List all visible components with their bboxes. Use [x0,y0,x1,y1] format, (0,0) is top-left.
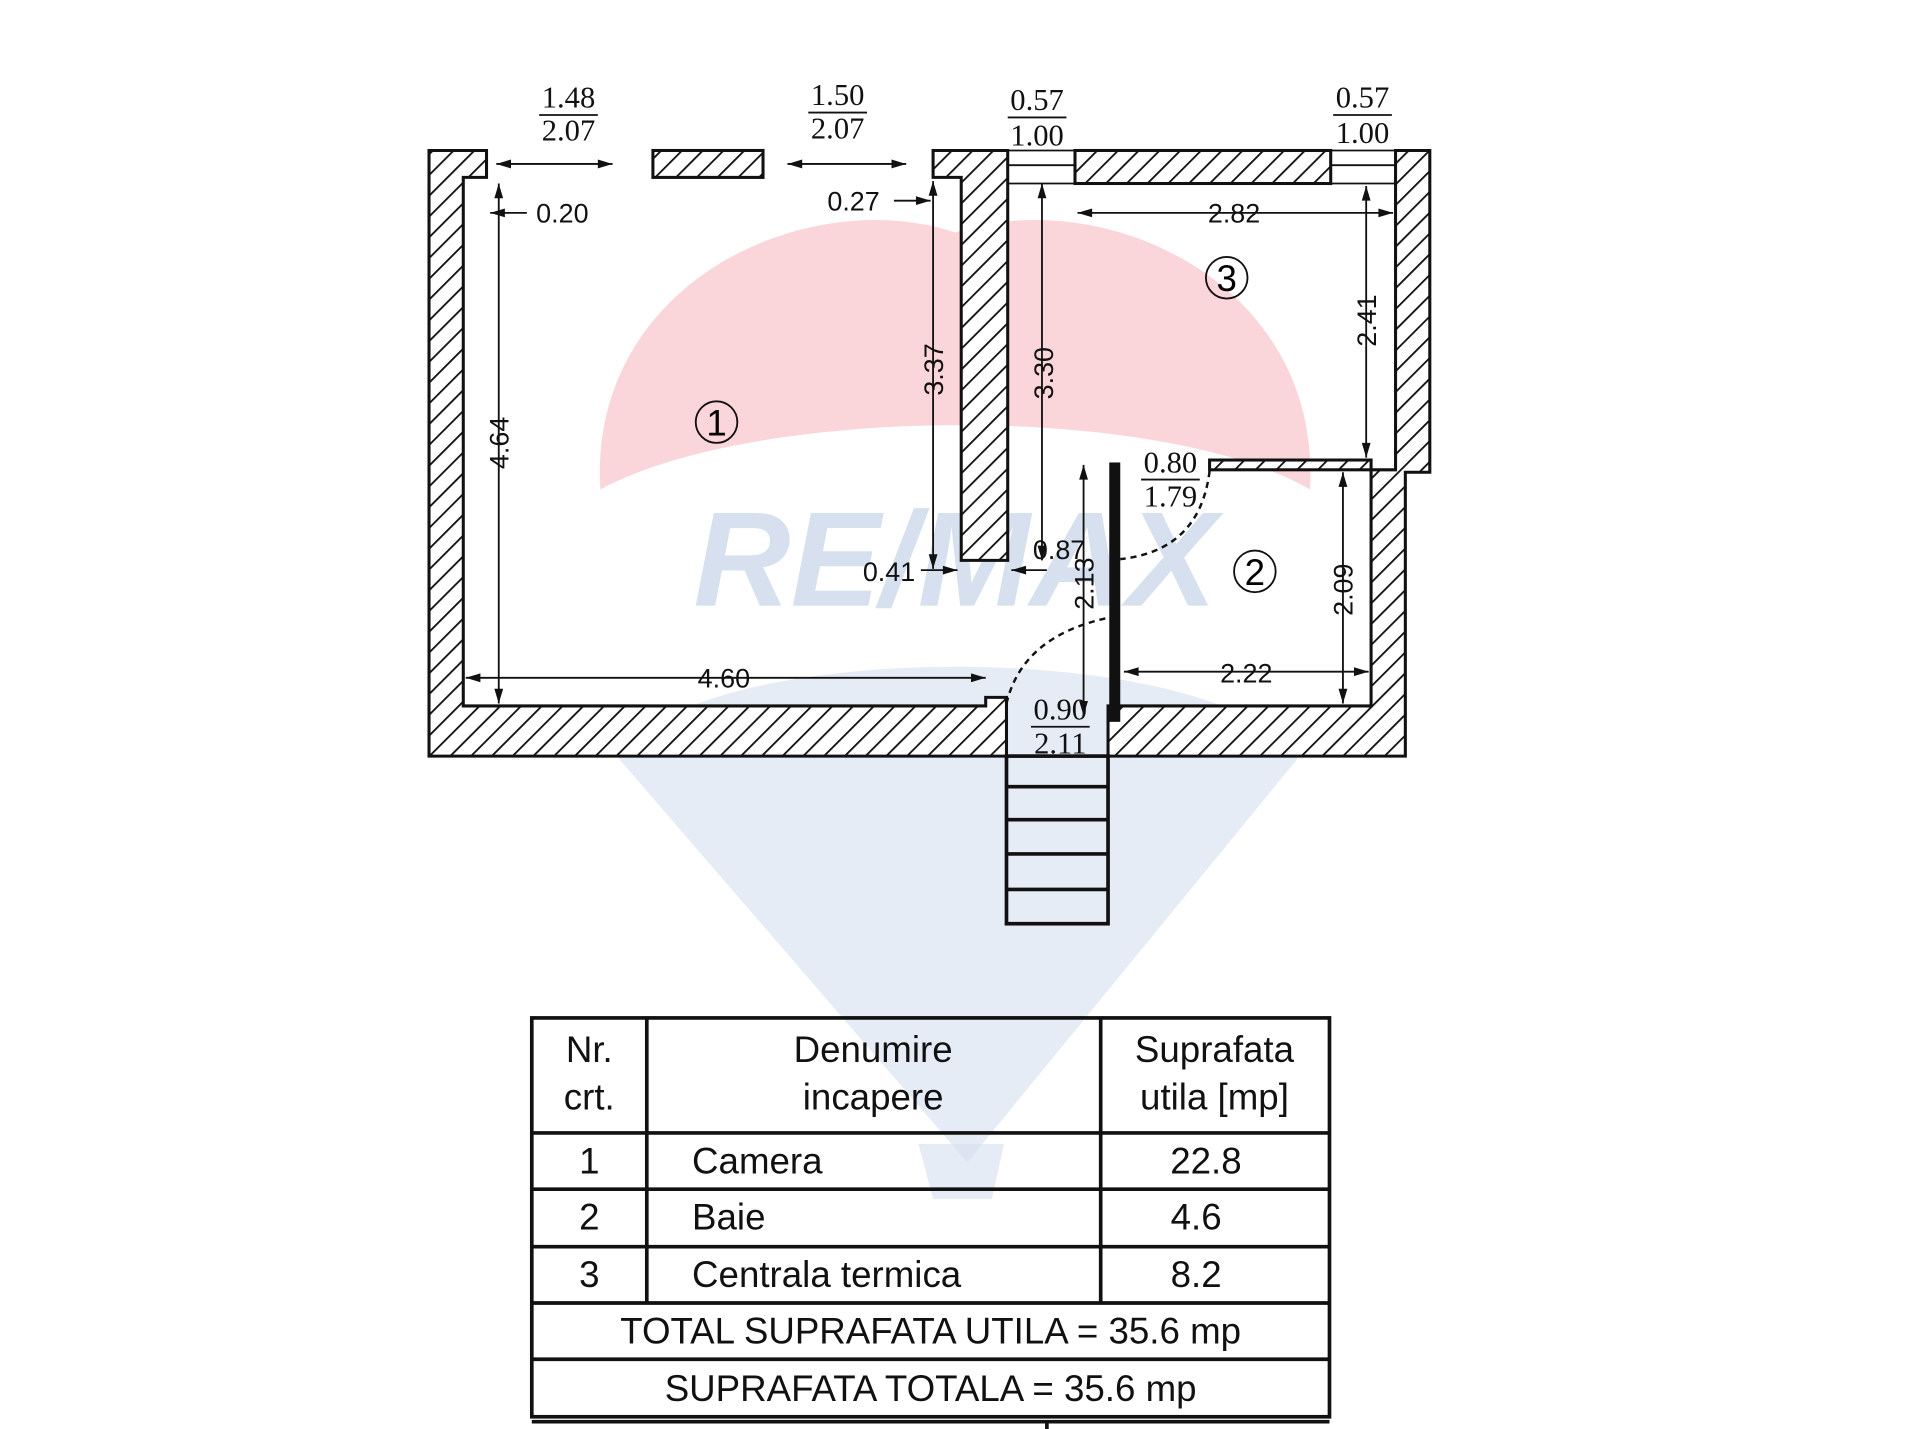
svg-text:crt.: crt. [564,1077,615,1118]
room-markers: 1 2 3 [694,256,1277,594]
svg-text:2.11: 2.11 [1034,727,1086,761]
room-marker-2: 2 [1233,549,1277,594]
svg-text:3.37: 3.37 [919,343,949,395]
svg-text:2.22: 2.22 [1220,659,1272,689]
svg-text:2: 2 [1245,552,1265,593]
table-header: Nr. crt. Denumire incapere Suprafata uti… [564,1029,1295,1118]
svg-text:utila [mp]: utila [mp] [1140,1077,1289,1118]
room-marker-1: 1 [694,400,739,444]
svg-text:Denumire: Denumire [794,1029,953,1070]
bathroom-partition [1109,462,1121,722]
door-swings [1005,470,1211,704]
svg-text:2.09: 2.09 [1329,564,1359,616]
svg-text:1.00: 1.00 [1336,116,1390,150]
svg-text:4.6: 4.6 [1171,1197,1222,1238]
total-usable-area: TOTAL SUPRAFATA UTILA = 35.6 mp [620,1310,1241,1351]
svg-text:1.48: 1.48 [542,81,596,115]
dimension-labels: 0.20 0.27 2.82 4.60 2.22 0.41 0.87 4.64 … [485,186,1382,693]
svg-text:0.87: 0.87 [1033,535,1085,565]
svg-text:1.79: 1.79 [1144,480,1198,514]
svg-text:0.41: 0.41 [863,557,915,587]
svg-text:1: 1 [706,403,726,444]
svg-text:incapere: incapere [803,1077,944,1118]
svg-text:4.64: 4.64 [485,417,515,469]
remax-watermark: RE/MAX [599,220,1311,1199]
room-marker-3: 3 [1204,256,1249,300]
svg-text:0.20: 0.20 [536,199,588,229]
svg-text:Nr.: Nr. [566,1029,613,1070]
svg-text:0.27: 0.27 [827,186,879,216]
svg-text:1.50: 1.50 [811,78,865,112]
svg-text:1: 1 [579,1140,599,1181]
svg-text:4.60: 4.60 [698,664,750,694]
svg-text:2: 2 [579,1197,599,1238]
table-row: 2 Baie 4.6 [579,1197,1222,1238]
stairs [1004,754,1110,926]
svg-text:Baie: Baie [692,1197,765,1238]
svg-text:0.80: 0.80 [1144,445,1198,479]
opening-label: 0.571.00 [1007,83,1067,153]
svg-text:3: 3 [1217,258,1237,299]
svg-text:2.07: 2.07 [542,114,596,148]
opening-label: 1.482.07 [539,81,598,148]
opening-label: 1.502.07 [808,78,868,145]
svg-text:3: 3 [579,1254,599,1295]
svg-text:2.07: 2.07 [811,111,865,145]
table-row: 1 Camera 22.8 [579,1140,1242,1181]
area-table: Nr. crt. Denumire incapere Suprafata uti… [529,1016,1332,1429]
svg-text:0.90: 0.90 [1034,692,1088,726]
svg-text:Camera: Camera [692,1140,823,1181]
svg-text:1.00: 1.00 [1010,119,1064,153]
svg-text:2.41: 2.41 [1352,294,1382,346]
svg-text:Suprafata: Suprafata [1135,1029,1295,1070]
total-area: SUPRAFATA TOTALA = 35.6 mp [665,1368,1197,1409]
svg-text:3.30: 3.30 [1029,347,1059,399]
svg-text:22.8: 22.8 [1170,1140,1241,1181]
opening-label: 0.801.79 [1141,445,1200,514]
dimension-lines [465,181,1394,716]
svg-text:0.57: 0.57 [1010,83,1064,117]
opening-label: 0.571.00 [1333,81,1392,150]
watermark-text: RE/MAX [693,484,1224,635]
svg-text:2.13: 2.13 [1069,557,1099,609]
table-row: 3 Centrala termica 8.2 [579,1254,1222,1295]
svg-text:8.2: 8.2 [1171,1254,1222,1295]
opening-labels: 1.482.07 1.502.07 0.571.00 0.571.00 0.80… [539,78,1392,761]
window-frames [496,149,1396,185]
svg-text:0.57: 0.57 [1336,81,1390,115]
svg-text:2.82: 2.82 [1208,199,1260,229]
opening-label: 0.902.11 [1030,692,1090,761]
svg-text:Centrala termica: Centrala termica [692,1254,962,1295]
